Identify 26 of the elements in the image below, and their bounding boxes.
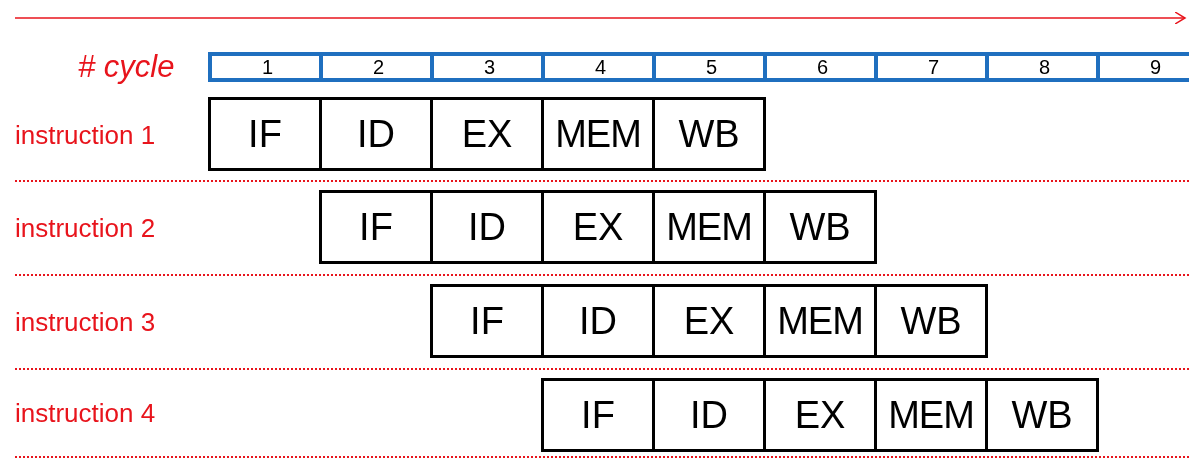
pipeline-stage: ID (652, 378, 766, 452)
pipeline-stage: EX (763, 378, 877, 452)
pipeline-stage: MEM (541, 97, 655, 171)
pipeline-stage: WB (985, 378, 1099, 452)
pipeline-stage: ID (430, 190, 544, 264)
row-label: instruction 4 (15, 398, 156, 429)
pipeline-stage: MEM (652, 190, 766, 264)
pipeline-stage: MEM (874, 378, 988, 452)
pipeline-stage: EX (430, 97, 544, 171)
pipeline-stage: IF (430, 284, 544, 358)
pipeline-stage: ID (319, 97, 433, 171)
cycle-number: 9 (1096, 52, 1189, 82)
pipeline-stage: WB (652, 97, 766, 171)
pipeline-stage: IF (541, 378, 655, 452)
row-label: instruction 2 (15, 213, 156, 244)
row-label: instruction 1 (15, 120, 156, 151)
pipeline-stage: WB (763, 190, 877, 264)
pipeline-stage: MEM (763, 284, 877, 358)
pipeline-stage: EX (652, 284, 766, 358)
axis-title: # cycle (78, 49, 175, 85)
pipeline-stage: WB (874, 284, 988, 358)
row-label: instruction 3 (15, 307, 156, 338)
pipeline-stage: IF (319, 190, 433, 264)
pipeline-stage: IF (208, 97, 322, 171)
pipeline-stage: EX (541, 190, 655, 264)
pipeline-stage: ID (541, 284, 655, 358)
